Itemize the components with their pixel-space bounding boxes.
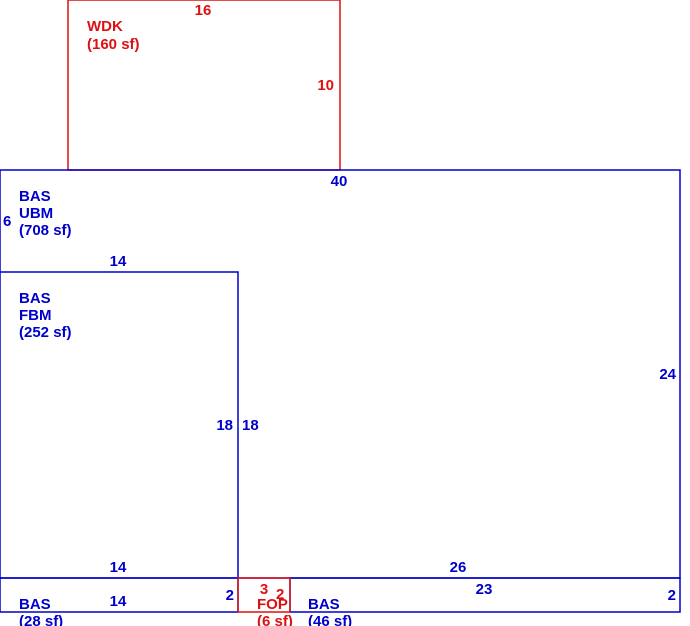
ubm-code-label: BAS bbox=[19, 188, 51, 205]
ubm-top-dimension: 40 bbox=[331, 173, 348, 190]
fbm-outline bbox=[0, 271, 239, 578]
ubm-left-dimension: 6 bbox=[3, 213, 11, 230]
fop-top-dimension: 3 bbox=[260, 581, 268, 598]
fbm-area-label: (252 sf) bbox=[19, 324, 72, 341]
fop-code-label: FOP bbox=[257, 596, 288, 613]
wdk-right-dimension: 10 bbox=[317, 77, 334, 94]
fbm-bottom-dimension: 14 bbox=[110, 559, 127, 576]
ubm-right-dimension: 24 bbox=[659, 366, 676, 383]
ubm-outline bbox=[0, 169, 681, 579]
bas28-right-dimension: 2 bbox=[226, 587, 234, 604]
bas28-top-dimension: 14 bbox=[110, 593, 127, 610]
fop-area-label: (6 sf) bbox=[257, 613, 293, 626]
bas46-code-label: BAS bbox=[308, 596, 340, 613]
wdk-area-label: (160 sf) bbox=[87, 36, 140, 53]
fbm-sub-label: FBM bbox=[19, 307, 52, 324]
ubm-area-label: (708 sf) bbox=[19, 222, 72, 239]
bas28-code-label: BAS bbox=[19, 596, 51, 613]
wdk-code-label: WDK bbox=[87, 18, 123, 35]
wdk-top-dimension: 16 bbox=[195, 2, 212, 19]
bas46-right-dimension: 2 bbox=[668, 587, 676, 604]
bas46-top-dimension: 23 bbox=[476, 581, 493, 598]
ubm-bottom-dimension: 26 bbox=[450, 559, 467, 576]
bas46-area-label: (46 sf) bbox=[308, 613, 352, 626]
fbm-code-label: BAS bbox=[19, 290, 51, 307]
ubm-sub-label: UBM bbox=[19, 205, 53, 222]
fbm-divider-right-dimension: 18 bbox=[242, 417, 259, 434]
fop-right-dimension: 2 bbox=[276, 586, 284, 603]
fop-outline bbox=[237, 577, 291, 613]
fbm-divider-left-dimension: 18 bbox=[216, 417, 233, 434]
fbm-top-dimension: 14 bbox=[110, 253, 127, 270]
bas28-area-label: (28 sf) bbox=[19, 613, 63, 626]
